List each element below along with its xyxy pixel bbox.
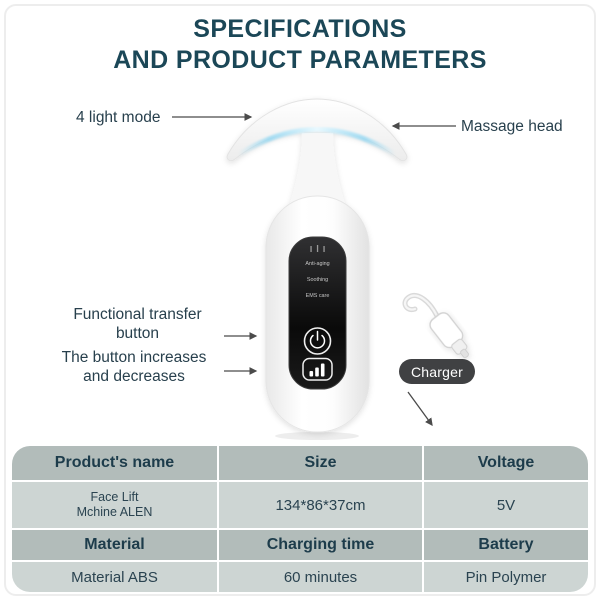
power-icon bbox=[309, 334, 326, 349]
spec-header-charging-time: Charging time bbox=[219, 530, 424, 562]
level-bars-icon bbox=[309, 363, 325, 377]
title-line-2: AND PRODUCT PARAMETERS bbox=[113, 46, 487, 74]
callout-lines bbox=[172, 113, 456, 427]
transfer-button-label-line1: Functional transfer bbox=[73, 306, 202, 323]
panel-mode-label-1: Anti-aging bbox=[305, 261, 329, 267]
massage-head-label: Massage head bbox=[461, 118, 563, 135]
panel-vent-ticks bbox=[310, 245, 325, 252]
increase-decrease-label-line2: and decreases bbox=[83, 368, 185, 385]
card-border bbox=[4, 4, 596, 596]
control-panel bbox=[288, 236, 347, 390]
panel-mode-label-2: Soothing bbox=[307, 277, 328, 283]
light-mode-label: 4 light mode bbox=[76, 109, 161, 126]
charger-badge: Charger bbox=[399, 359, 475, 384]
spec-value-voltage: 5V bbox=[424, 482, 588, 530]
title-line-1: SPECIFICATIONS bbox=[193, 15, 407, 43]
spec-table: Product's name Size Voltage Face Lift Mc… bbox=[12, 446, 588, 592]
device-ground-shadow bbox=[275, 432, 359, 440]
spec-value-battery: Pin Polymer bbox=[424, 562, 588, 592]
charger-plug bbox=[429, 312, 470, 359]
spec-header-material: Material bbox=[12, 530, 219, 562]
callout-line-charger bbox=[407, 391, 433, 427]
spec-value-charging-time: 60 minutes bbox=[219, 562, 424, 592]
spec-header-size: Size bbox=[219, 446, 424, 482]
page-title: SPECIFICATIONS AND PRODUCT PARAMETERS bbox=[0, 14, 600, 76]
spec-value-material: Material ABS bbox=[12, 562, 219, 592]
spec-header-voltage: Voltage bbox=[424, 446, 588, 482]
transfer-button-label: Functional transfer button bbox=[55, 305, 220, 343]
level-button bbox=[302, 357, 333, 381]
panel-mode-label-3: EMS care bbox=[306, 293, 330, 299]
spec-header-product-name: Product's name bbox=[12, 446, 219, 482]
power-button bbox=[303, 327, 332, 355]
increase-decrease-label-line1: The button increases bbox=[61, 349, 207, 366]
spec-header-battery: Battery bbox=[424, 530, 588, 562]
spec-value-product-name-text: Face Lift Mchine ALEN bbox=[76, 490, 153, 519]
spec-value-size: 134*86*37cm bbox=[219, 482, 424, 530]
transfer-button-label-line2: button bbox=[115, 325, 160, 342]
charger-cable bbox=[402, 293, 440, 319]
led-light-strip bbox=[235, 126, 399, 158]
increase-decrease-label: The button increases and decreases bbox=[48, 348, 220, 386]
device-neck bbox=[290, 133, 345, 204]
spec-value-product-name: Face Lift Mchine ALEN bbox=[12, 482, 219, 530]
